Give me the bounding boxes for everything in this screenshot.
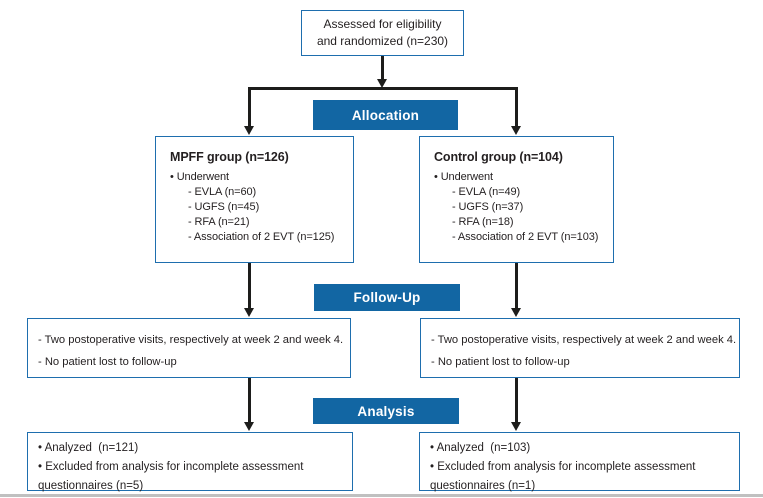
arrowhead-down-icon (511, 126, 521, 135)
mpff-group-box: MPFF group (n=126) • Underwent - EVLA (n… (155, 136, 354, 263)
followup-right-line1: - Two postoperative visits, respectively… (431, 334, 737, 346)
eligibility-line2: and randomized (n=230) (316, 34, 449, 48)
followup-right-line2: - No patient lost to follow-up (431, 356, 570, 368)
control-item-rfa: - RFA (n=18) (452, 216, 514, 228)
arrowhead-down-icon (377, 79, 387, 88)
connector-left-analysis (248, 378, 251, 423)
mpff-item-rfa: - RFA (n=21) (188, 216, 250, 228)
allocation-banner: Allocation (313, 100, 458, 130)
analysis-right-box: • Analyzed (n=103) • Excluded from analy… (419, 432, 740, 492)
connector-left-followup (248, 263, 251, 309)
arrowhead-down-icon (244, 422, 254, 431)
connector-right-drop (515, 87, 518, 127)
arrowhead-down-icon (511, 308, 521, 317)
followup-left-box: - Two postoperative visits, respectively… (27, 318, 351, 378)
mpff-item-ugfs: - UGFS (n=45) (188, 201, 260, 213)
connector-top-shaft (381, 56, 384, 81)
analysis-right-excluded: • Excluded from analysis for incomplete … (430, 461, 699, 492)
mpff-item-association: - Association of 2 EVT (n=125) (188, 231, 335, 243)
arrowhead-down-icon (511, 422, 521, 431)
mpff-underwent-bullet: • Underwent (170, 171, 230, 183)
analysis-right-analyzed: • Analyzed (n=103) (430, 442, 531, 454)
arrowhead-down-icon (244, 308, 254, 317)
control-group-box: Control group (n=104) • Underwent - EVLA… (419, 136, 614, 263)
connector-branch-line (248, 87, 518, 90)
followup-banner: Follow-Up (314, 284, 460, 311)
arrowhead-down-icon (244, 126, 254, 135)
connector-left-drop (248, 87, 251, 127)
analysis-left-analyzed: • Analyzed (n=121) (38, 442, 139, 454)
mpff-item-evla: - EVLA (n=60) (188, 186, 257, 198)
connector-right-followup (515, 263, 518, 309)
followup-right-box: - Two postoperative visits, respectively… (420, 318, 740, 378)
followup-left-line2: - No patient lost to follow-up (38, 356, 177, 368)
control-item-evla: - EVLA (n=49) (452, 186, 521, 198)
eligibility-line1: Assessed for eligibility (323, 17, 442, 31)
analysis-left-box: • Analyzed (n=121) • Excluded from analy… (27, 432, 353, 492)
mpff-group-title: MPFF group (n=126) (170, 150, 289, 164)
followup-left-line1: - Two postoperative visits, respectively… (38, 334, 344, 346)
control-underwent-bullet: • Underwent (434, 171, 494, 183)
eligibility-box: Assessed for eligibility and randomized … (301, 10, 464, 56)
bottom-rule (0, 494, 763, 497)
control-item-association: - Association of 2 EVT (n=103) (452, 231, 599, 243)
analysis-left-excluded: • Excluded from analysis for incomplete … (38, 461, 307, 492)
control-group-title: Control group (n=104) (434, 150, 563, 164)
control-item-ugfs: - UGFS (n=37) (452, 201, 524, 213)
connector-right-analysis (515, 378, 518, 423)
analysis-banner: Analysis (313, 398, 459, 424)
